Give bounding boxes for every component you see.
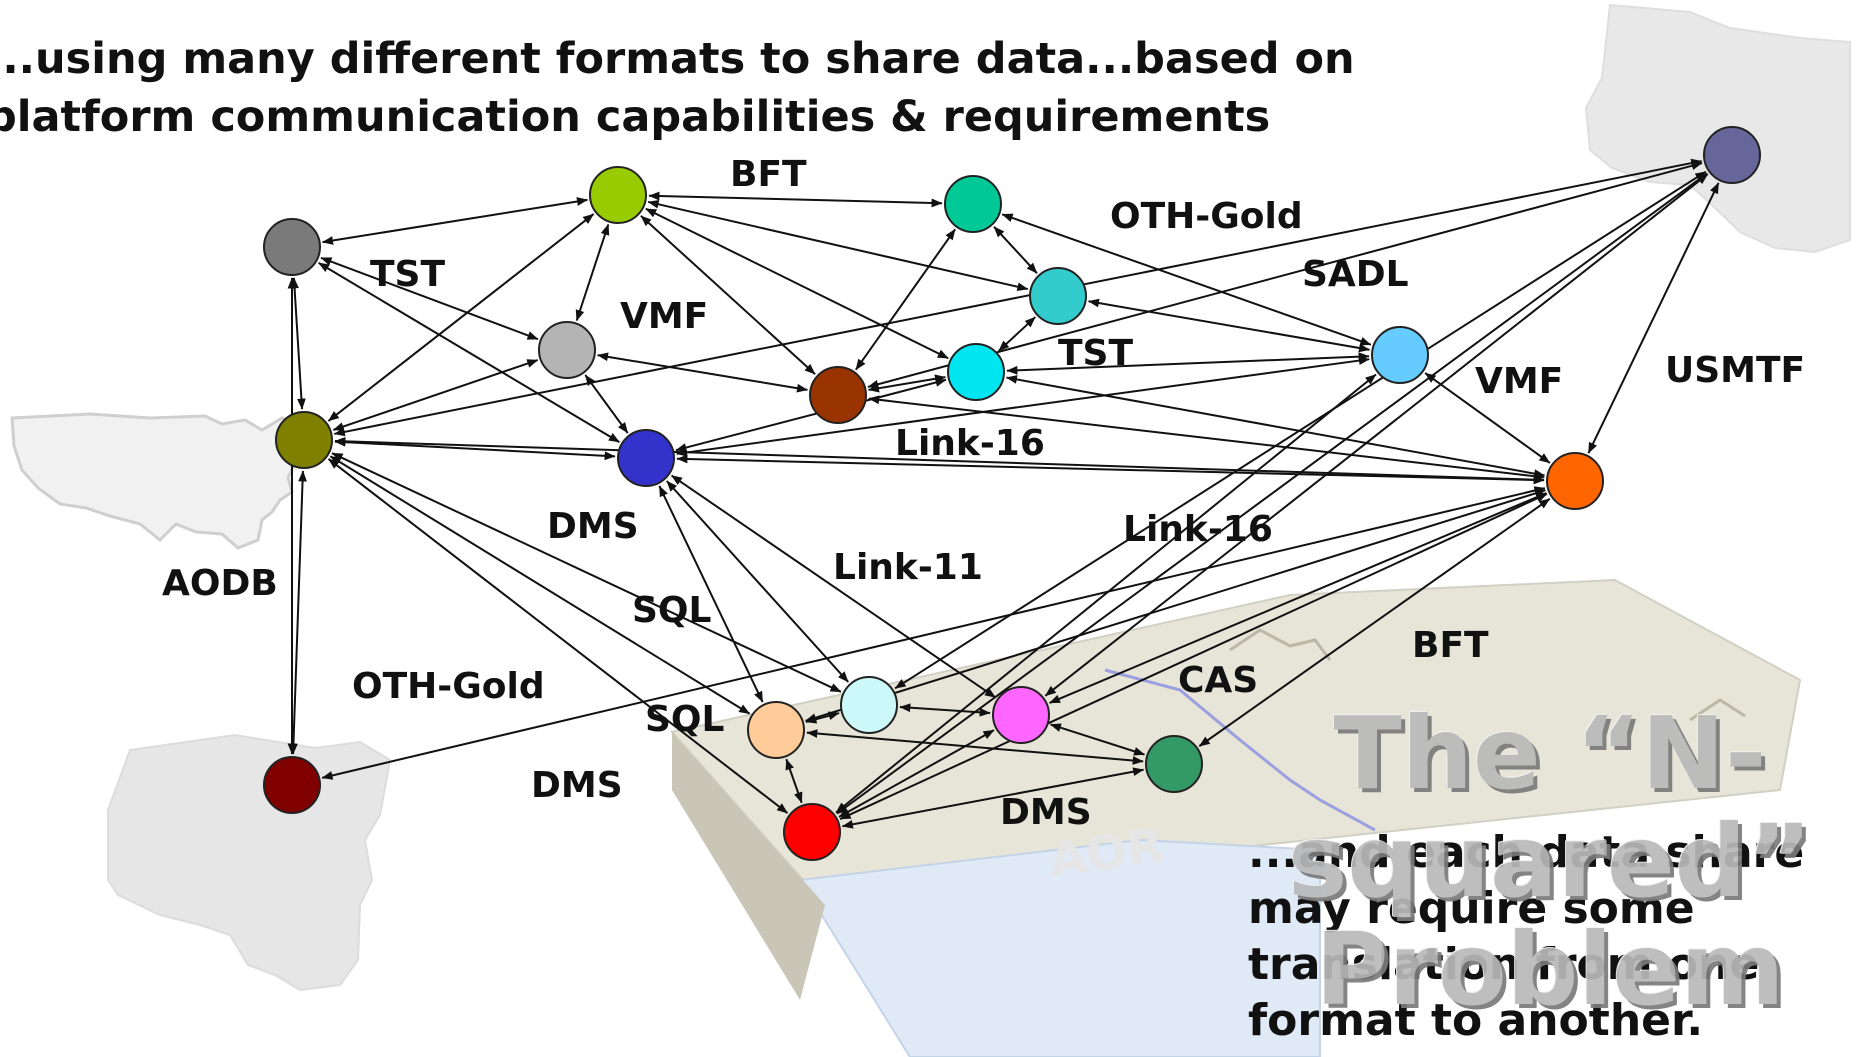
link-lime-teal bbox=[648, 191, 943, 208]
node-sky-blue bbox=[1371, 326, 1429, 384]
node-cyan bbox=[947, 343, 1005, 401]
format-label-sadl: SADL bbox=[1302, 254, 1409, 295]
node-lime bbox=[589, 166, 647, 224]
top-right-block bbox=[1584, 3, 1851, 254]
node-slate-blue bbox=[1703, 126, 1761, 184]
format-label-tst-center: TST bbox=[1058, 333, 1133, 374]
node-blue bbox=[617, 429, 675, 487]
node-olive bbox=[275, 411, 333, 469]
link-lime-brown bbox=[640, 215, 816, 375]
format-label-sql-upper: SQL bbox=[632, 590, 711, 631]
link-teal-brown bbox=[855, 228, 956, 371]
n-squared-problem-title: The “N- squared” Problem bbox=[1287, 695, 1813, 1028]
node-magenta bbox=[992, 686, 1050, 744]
format-label-link16-right: Link-16 bbox=[1123, 509, 1273, 550]
format-label-usmtf: USMTF bbox=[1665, 350, 1805, 391]
connection-lines bbox=[287, 158, 1720, 829]
link-cyan-sky-blue bbox=[1006, 352, 1370, 375]
slide-heading: ...using many different formats to share… bbox=[0, 34, 1355, 142]
node-red bbox=[783, 803, 841, 861]
link-magenta-green bbox=[1049, 723, 1146, 756]
link-pale-cyan-magenta bbox=[899, 703, 991, 717]
node-green bbox=[1145, 735, 1203, 793]
node-orange bbox=[1546, 452, 1604, 510]
format-label-oth-gold-top: OTH-Gold bbox=[1110, 196, 1303, 237]
format-label-link11: Link-11 bbox=[833, 547, 983, 588]
link-olive-maroon bbox=[289, 470, 307, 755]
node-pale-cyan bbox=[840, 676, 898, 734]
format-label-oth-gold-left: OTH-Gold bbox=[352, 666, 545, 707]
link-cyan-orange bbox=[1005, 375, 1546, 478]
format-label-cas: CAS bbox=[1178, 660, 1258, 701]
link-olive-pale-cyan bbox=[331, 452, 842, 693]
link-peach-pale-cyan bbox=[805, 711, 840, 724]
aor-sea bbox=[798, 838, 1321, 1057]
format-label-bft-lower: BFT bbox=[1412, 625, 1489, 666]
link-cyan-teal-cyan bbox=[998, 316, 1036, 352]
link-peach-red bbox=[785, 758, 803, 804]
format-label-aodb: AODB bbox=[162, 563, 278, 604]
format-label-vmf-right: VMF bbox=[1475, 361, 1563, 402]
format-label-vmf-left: VMF bbox=[620, 296, 708, 337]
link-teal-cyan-teal bbox=[993, 226, 1038, 274]
node-cyan-teal bbox=[1029, 267, 1087, 325]
link-green-red bbox=[841, 767, 1145, 829]
format-label-dms-lower-center: DMS bbox=[1000, 792, 1092, 833]
link-grey-light-blue bbox=[584, 374, 629, 434]
link-grey-dark-olive bbox=[290, 277, 306, 410]
node-teal bbox=[944, 175, 1002, 233]
platform-nodes bbox=[263, 126, 1761, 861]
link-sky-blue-orange bbox=[1424, 372, 1551, 464]
link-grey-light-olive bbox=[332, 359, 539, 431]
node-grey-dark bbox=[263, 218, 321, 276]
format-label-dms-lower-left: DMS bbox=[531, 765, 623, 806]
node-maroon bbox=[263, 756, 321, 814]
node-grey-light bbox=[538, 321, 596, 379]
translation-note: ...and each data share may require some … bbox=[1248, 827, 1805, 1046]
link-lime-grey-light bbox=[575, 223, 610, 322]
format-labels: BFT OTH-Gold TST SADL VMF TST USMTF VMF … bbox=[162, 154, 1805, 833]
usa-map-shape bbox=[10, 412, 308, 550]
link-grey-dark-lime bbox=[322, 197, 588, 245]
format-label-sql-lower: SQL bbox=[645, 699, 724, 740]
format-label-bft-top: BFT bbox=[730, 154, 807, 195]
format-label-link16-center: Link-16 bbox=[895, 423, 1045, 464]
node-brown bbox=[809, 366, 867, 424]
lower-left-block bbox=[107, 733, 392, 992]
format-label-tst-left: TST bbox=[370, 254, 445, 295]
format-label-dms-left: DMS bbox=[547, 506, 639, 547]
link-slate-blue-orange bbox=[1587, 182, 1720, 454]
node-peach bbox=[747, 701, 805, 759]
